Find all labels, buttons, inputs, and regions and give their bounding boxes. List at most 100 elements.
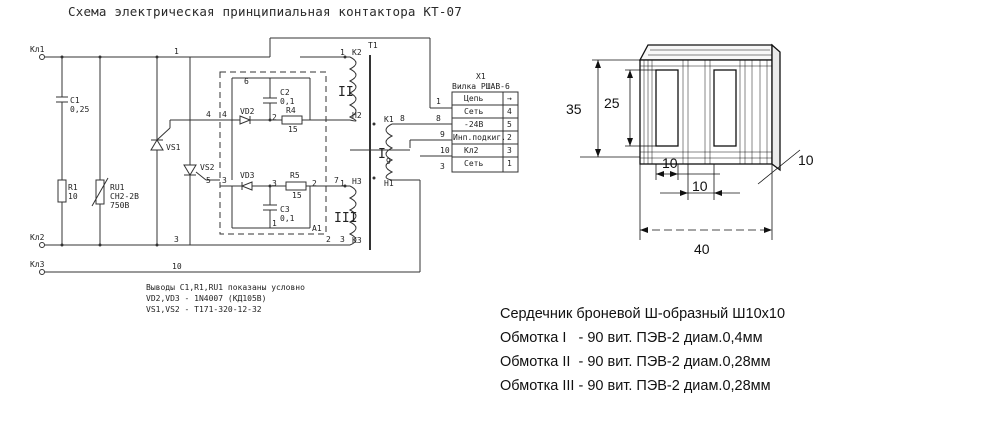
r4-value: 15 xyxy=(288,125,298,134)
connector-row-5-label: Кл2 xyxy=(464,146,479,155)
terminal-kl1 xyxy=(39,54,45,60)
c1-value: 0,25 xyxy=(70,105,89,114)
connector-row-2-pin: 4 xyxy=(507,107,512,116)
node-3d: 3 xyxy=(340,235,345,244)
vs1-ref: VS1 xyxy=(166,143,181,152)
terminal-label-kl3: Кл3 xyxy=(30,260,45,269)
dim-center-10: 10 xyxy=(692,178,708,194)
pin-n1: Н1 xyxy=(384,179,394,188)
node-10: 10 xyxy=(172,262,182,271)
r1-ref: R1 xyxy=(68,183,78,192)
node-3: 3 xyxy=(174,235,179,244)
ru1-ref: RU1 xyxy=(110,183,125,192)
resistor-r1 xyxy=(57,179,67,203)
node-3c: 3 xyxy=(272,179,277,188)
node-2c: 2 xyxy=(312,179,317,188)
module-a1-frame xyxy=(219,71,327,235)
thyristor-vs1 xyxy=(150,139,164,151)
terminal-label-kl1: Кл1 xyxy=(30,45,45,54)
node-5: 5 xyxy=(206,176,211,185)
winding-label-i: I xyxy=(378,147,386,162)
r1-value: 10 xyxy=(68,192,78,201)
node-k2-num: 1 xyxy=(340,48,345,57)
note-2: VD2,VD3 - 1N4007 (КД105В) xyxy=(146,294,266,303)
terminal-kl2 xyxy=(39,242,45,248)
r5-ref: R5 xyxy=(290,171,300,180)
vd3-ref: VD3 xyxy=(240,171,255,180)
node-3b: 3 xyxy=(222,176,227,185)
pin-k1: К1 xyxy=(384,115,394,124)
c3-value: 0,1 xyxy=(280,214,295,223)
ru1-voltage: 750B xyxy=(110,201,129,210)
winding-i xyxy=(385,123,394,181)
connector-row-3-label: -24В xyxy=(464,120,483,129)
connector-row-5-pin: 3 xyxy=(507,146,512,155)
connector-name: Вилка РШАВ-6 xyxy=(452,82,510,91)
thyristor-vs2 xyxy=(183,164,197,176)
spec-winding-2: Обмотка II - 90 вит. ПЭВ-2 диам.0,28мм xyxy=(500,354,771,370)
winding-ii xyxy=(348,56,357,122)
dim-height-35: 35 xyxy=(566,101,582,117)
winding-label-ii: II xyxy=(338,85,354,100)
t1-ref: T1 xyxy=(368,41,378,50)
a1-ref: A1 xyxy=(312,224,322,233)
note-3: VS1,VS2 - T171-320-12-32 xyxy=(146,305,262,314)
connector-row-6-label: Сеть xyxy=(464,159,483,168)
connector-row-6-pin: 1 xyxy=(507,159,512,168)
connector-ref: X1 xyxy=(476,72,486,81)
spec-winding-1: Обмотка I - 90 вит. ПЭВ-2 диам.0,4мм xyxy=(500,330,763,346)
connector-row-3-pin: 5 xyxy=(507,120,512,129)
connector-row-1-label: Цепь xyxy=(464,94,483,103)
pin-k3: К3 xyxy=(352,236,362,245)
c3-ref: C3 xyxy=(280,205,290,214)
connector-row-4-label: Инп.подкиг. xyxy=(453,133,506,142)
node-1c: 1 xyxy=(340,179,345,188)
spec-winding-3: Обмотка III - 90 вит. ПЭВ-2 диам.0,28мм xyxy=(500,378,771,394)
core-window-right xyxy=(713,69,737,147)
node-6: 6 xyxy=(244,77,249,86)
ru1-type: CH2-2B xyxy=(110,192,139,201)
r4-ref: R4 xyxy=(286,106,296,115)
c1-ref: C1 xyxy=(70,96,80,105)
c2-value: 0,1 xyxy=(280,97,295,106)
dim-depth-10: 10 xyxy=(798,152,814,168)
node-8: 8 xyxy=(400,114,405,123)
node-1: 1 xyxy=(174,47,179,56)
dim-window-25: 25 xyxy=(604,95,620,111)
dim-window-10: 10 xyxy=(662,155,678,171)
pin-n2: Н2 xyxy=(352,111,362,120)
node-4b: 4 xyxy=(222,110,227,119)
terminal-label-kl2: Кл2 xyxy=(30,233,45,242)
node-4: 4 xyxy=(206,110,211,119)
vs2-ref: VS2 xyxy=(200,163,215,172)
pin-n3: Н3 xyxy=(352,177,362,186)
node-7: 7 xyxy=(334,176,339,185)
diode-vd2 xyxy=(239,115,252,125)
wire-3: 3 xyxy=(440,162,445,171)
wire-8: 8 xyxy=(436,114,441,123)
connector-row-4-pin: 2 xyxy=(507,133,512,142)
connector-row-1-pin: → xyxy=(507,94,512,103)
node-2b: 2 xyxy=(272,113,277,122)
node-2: 2 xyxy=(326,235,331,244)
spec-core: Сердечник броневой Ш-образный Ш10х10 xyxy=(500,306,786,322)
winding-label-iii: III xyxy=(334,211,357,226)
note-1: Выводы C1,R1,RU1 показаны условно xyxy=(146,283,305,292)
vd2-ref: VD2 xyxy=(240,107,255,116)
node-1b: 1 xyxy=(272,219,277,228)
winding-iii xyxy=(348,185,357,246)
node-9: 9 xyxy=(440,130,445,139)
core-window-left xyxy=(655,69,679,147)
wire-10: 10 xyxy=(440,146,450,155)
connector-row-2-label: Сеть xyxy=(464,107,483,116)
terminal-kl3 xyxy=(39,269,45,275)
dim-width-40: 40 xyxy=(694,241,710,257)
page-title: Схема электрическая принципиальная конта… xyxy=(68,4,463,19)
c2-ref: C2 xyxy=(280,88,290,97)
pin-k2: К2 xyxy=(352,48,362,57)
winding-label-i-sub: 9 xyxy=(386,157,391,166)
wire-1: 1 xyxy=(436,97,441,106)
r5-value: 15 xyxy=(292,191,302,200)
